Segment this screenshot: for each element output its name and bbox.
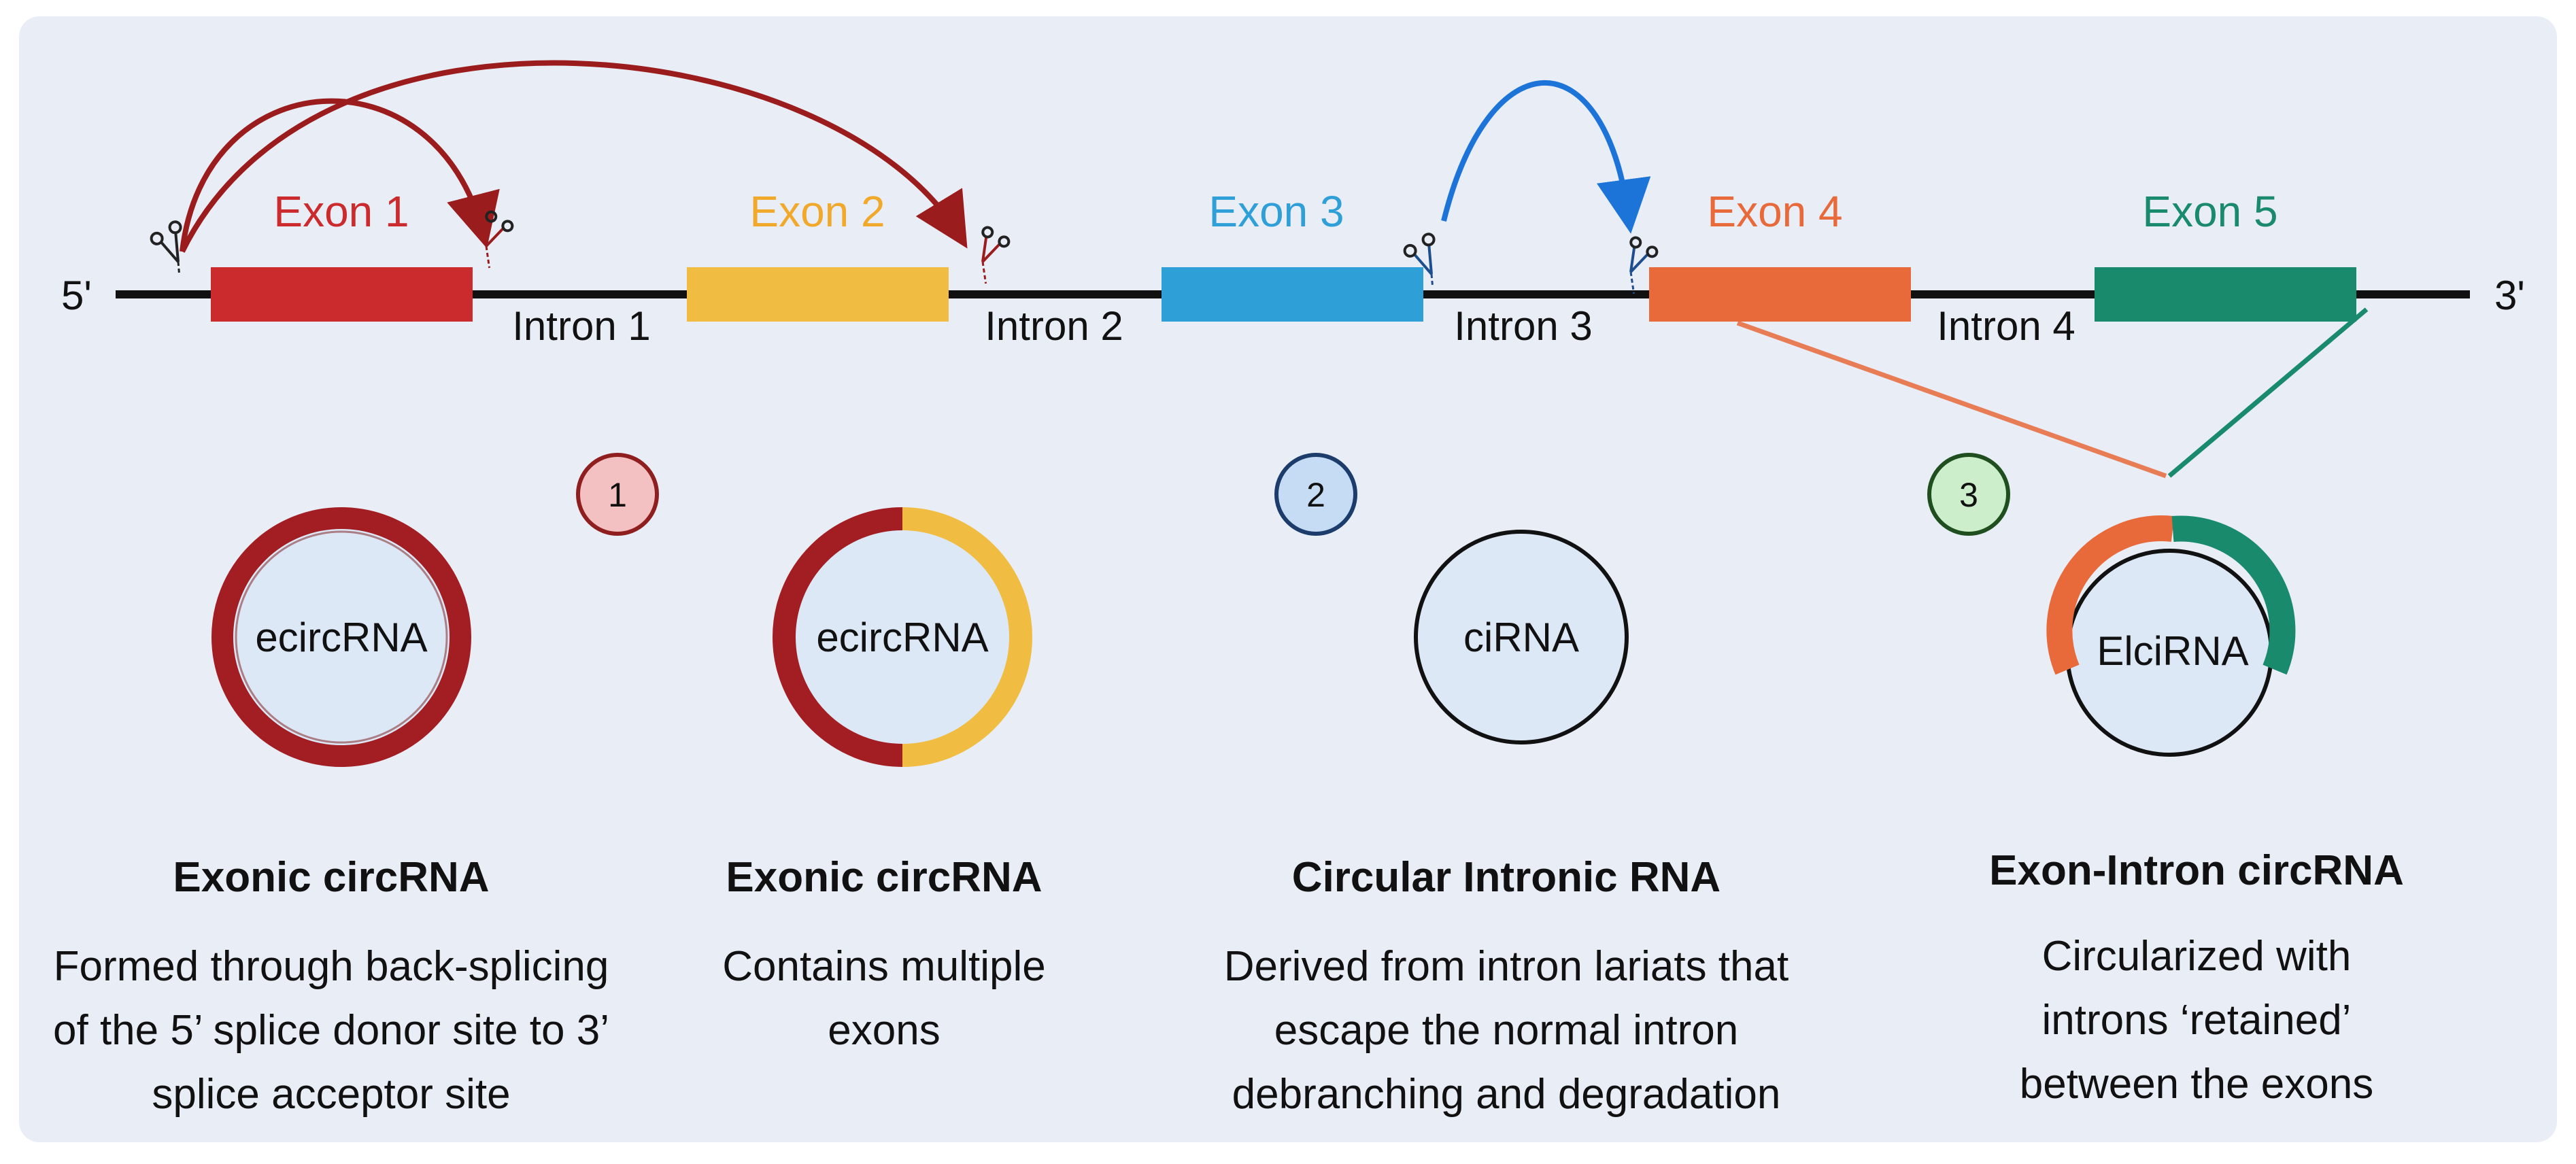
type-1-description-line: of the 5’ splice donor site to 3’ — [53, 1007, 609, 1054]
type-2-number-badge — [1274, 453, 1357, 536]
ecircrna-multi-exon-label: ecircRNA — [816, 615, 988, 660]
ecircrna-multi-exon-exon1-arc — [773, 507, 903, 767]
type-3-description: Derived from intron lariats that escape … — [1224, 935, 1789, 1127]
intron-3-label: Intron 3 — [1454, 303, 1592, 349]
five-prime-label: 5' — [61, 273, 92, 318]
type-1-title: Exonic circRNA — [173, 854, 490, 901]
ecircrna-multi-exon-circle — [784, 519, 1021, 755]
exon-3-label: Exon 3 — [1208, 187, 1344, 236]
type-2-description: Contains multiple exons — [722, 935, 1046, 1063]
ecircrna-single-exon-label: ecircRNA — [255, 615, 427, 660]
ecircrna-single-exon-circle — [211, 507, 471, 767]
three-prime-label: 3' — [2494, 273, 2525, 318]
type-4-description-line: Circularized with — [2041, 933, 2352, 980]
type-3-description-line: Derived from intron lariats that — [1223, 943, 1789, 990]
scissors-icon — [1629, 236, 1659, 294]
eicirna-exon5-arc — [2171, 515, 2296, 675]
ecircrna-single-exon-inner-ring — [235, 530, 448, 744]
exon-4-label: Exon 4 — [1707, 187, 1842, 236]
type-2-description-line: Contains multiple — [722, 943, 1046, 990]
exon-1-bar — [211, 267, 473, 322]
exon-4-bar — [1649, 267, 1911, 322]
type-3-description-line: escape the normal intron — [1274, 1007, 1739, 1054]
exon-5-connector — [2167, 307, 2369, 478]
type-3-title: Circular Intronic RNA — [1291, 854, 1721, 901]
type-1-description: Formed through back-splicing of the 5’ s… — [53, 935, 609, 1127]
type-3-description-line: debranching and degradation — [1232, 1071, 1781, 1118]
exon-1-label: Exon 1 — [273, 187, 409, 236]
backsplice-arrow-short — [180, 98, 500, 252]
type-2-number: 2 — [1306, 476, 1325, 514]
type-1-number-badge — [576, 453, 659, 536]
scissors-icon — [981, 226, 1011, 284]
type-4-description: Circularized with introns ‘retained’ bet… — [2020, 925, 2374, 1116]
exon-2-bar — [687, 267, 949, 322]
intron-1-label: Intron 1 — [512, 303, 650, 349]
scissors-icon — [150, 220, 182, 275]
lariat-arrow — [1441, 80, 1651, 234]
intron-2-label: Intron 2 — [985, 303, 1123, 349]
eicirna-exon4-arc — [2046, 515, 2175, 675]
scissors-icon — [1403, 233, 1436, 288]
exon-5-label: Exon 5 — [2142, 187, 2277, 236]
type-1-description-line: Formed through back-splicing — [53, 943, 609, 990]
type-1-description-line: splice acceptor site — [152, 1071, 511, 1118]
type-4-title: Exon-Intron circRNA — [1989, 847, 2404, 894]
type-3-number: 3 — [1959, 476, 1978, 514]
scissors-icon — [485, 210, 514, 269]
type-4-description-line: between the exons — [2019, 1061, 2374, 1108]
intron-4-label: Intron 4 — [1937, 303, 2075, 349]
backsplice-arrow-long — [180, 60, 968, 253]
exon-4-connector — [1736, 320, 2167, 479]
type-3-number-badge — [1927, 453, 2010, 536]
type-1-number: 1 — [608, 476, 627, 514]
cirna-label: ciRNA — [1463, 615, 1579, 660]
ecircrna-multi-exon-exon2-arc — [902, 507, 1032, 767]
exon-2-label: Exon 2 — [749, 187, 885, 236]
type-2-description-line: exons — [828, 1007, 940, 1054]
eicirna-label: ElciRNA — [2097, 628, 2248, 674]
type-4-description-line: introns ‘retained’ — [2041, 997, 2352, 1044]
exon-5-bar — [2095, 267, 2356, 322]
cirna-circle — [1414, 530, 1629, 744]
exon-3-bar — [1162, 267, 1423, 322]
type-2-title: Exonic circRNA — [726, 854, 1043, 901]
